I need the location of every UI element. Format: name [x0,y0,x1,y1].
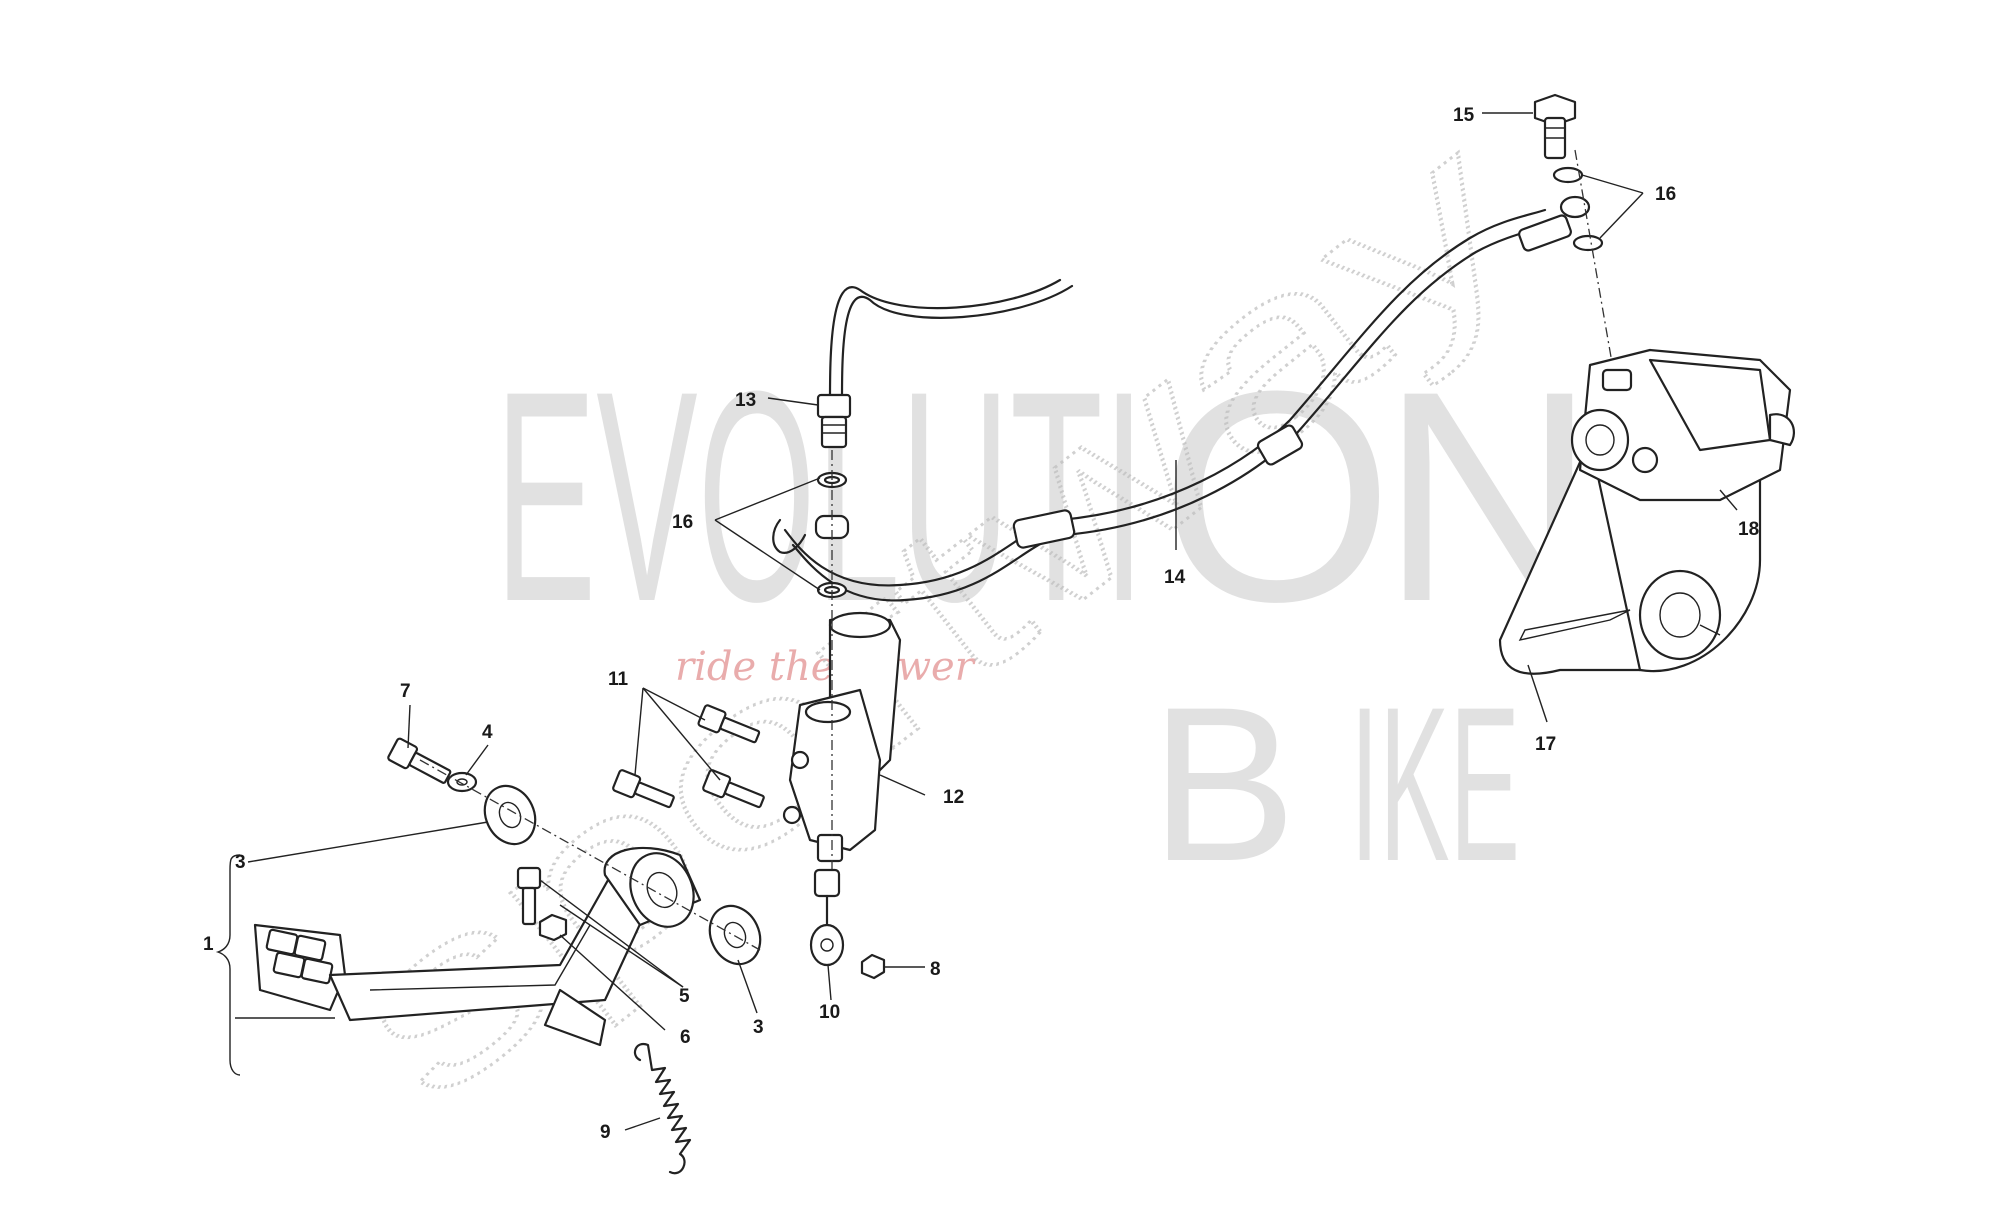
leader-lines [215,112,1738,1131]
callout-15: 15 [1453,105,1475,126]
pivot-bearing-upper [483,784,537,846]
rear-brake-caliper [1570,348,1796,502]
svg-text:EVOLUTI: EVOLUTI [495,328,1145,664]
brake-pedal-assembly [253,846,702,1047]
callout-labels: 1 3 3 3 4 5 6 7 8 9 10 11 12 13 14 15 16… [203,105,1759,1143]
callout-7: 7 [400,681,411,702]
callout-4: 4 [482,722,493,743]
sealing-washers-upper [1552,149,1616,381]
pivot-bolt [387,737,452,784]
brake-hose [772,208,1572,602]
pivot-bearing-lower [708,904,762,966]
callout-6: 6 [680,1027,691,1048]
callout-16-upper: 16 [1655,184,1676,205]
callout-5: 5 [679,986,690,1007]
callout-16-lower: 16 [672,512,693,533]
adjuster-nut [538,913,568,942]
callout-9: 9 [600,1122,611,1143]
push-rod-clevis [809,868,845,967]
banjo-bolt [1533,93,1577,160]
callout-11: 11 [608,669,629,690]
adjuster-screw [516,866,542,926]
spacer-washer [446,771,478,793]
callout-10: 10 [819,1002,840,1023]
return-spring [633,1042,692,1175]
callout-14: 14 [1164,567,1186,588]
svg-text:O: O [1160,328,1393,664]
callout-3-lower: 3 [753,1017,764,1038]
svg-text:IKE: IKE [1350,661,1520,907]
callout-3-upper: 3 [235,852,246,873]
callout-17: 17 [1535,734,1556,755]
lock-nut [860,953,886,980]
hose-fitting [816,393,852,449]
master-cylinder-bolts [612,704,765,809]
callout-13: 13 [735,390,756,411]
callout-18: 18 [1738,519,1759,540]
svg-text:B: B [1150,661,1297,907]
svg-text:ride the power: ride the power [675,644,977,690]
rear-master-cylinder [782,611,902,880]
callout-8: 8 [930,959,941,980]
callout-1: 1 [203,934,214,955]
sealing-washers-lower [814,450,850,620]
callout-12: 12 [943,787,964,808]
